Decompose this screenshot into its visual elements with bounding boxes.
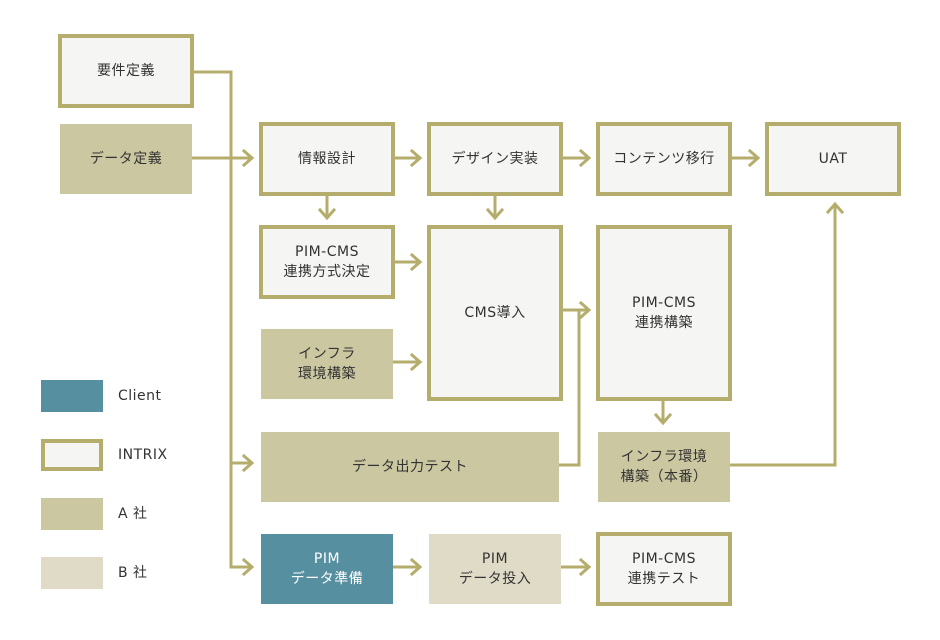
node-box [596,122,732,196]
arrowhead [409,557,423,577]
arrowhead [578,557,592,577]
arrowhead [653,412,673,426]
node-box [58,34,194,108]
node-box [429,534,561,604]
node-pim-test: PIM-CMS 連携テスト [596,532,732,606]
node-box [60,124,192,194]
legend-item-client: Client [41,380,162,412]
node-label: データ出力テスト [352,458,468,475]
node-label: 環境構築 [298,366,356,382]
node-pim-method: PIM-CMS 連携方式決定 [259,225,395,299]
node-pim-prep: PIM データ準備 [261,534,393,604]
arrowhead [747,148,761,168]
node-label: CMS導入 [464,305,525,321]
node-box [261,432,559,502]
node-box [261,329,393,399]
node-box [598,432,730,502]
legend-swatch [41,439,103,471]
node-box [427,122,563,196]
arrowhead [825,201,845,215]
node-jouhou: 情報設計 [259,122,395,196]
node-box [596,532,732,606]
node-label: PIM [482,551,508,567]
node-label: PIM-CMS [632,295,696,311]
node-label: PIM [314,551,340,567]
node-label: 連携方式決定 [284,264,371,280]
node-uat: UAT [765,122,901,196]
arrowhead [578,300,592,320]
node-label: データ投入 [459,570,532,587]
node-cms: CMS導入 [427,225,563,401]
connectors [192,70,845,577]
node-label: インフラ [298,346,356,362]
arrowhead [317,207,337,221]
node-pim-input: PIM データ投入 [429,534,561,604]
node-box [261,534,393,604]
node-box [765,122,901,196]
node-label: 連携構築 [635,315,693,331]
arrowhead [485,207,505,221]
node-pim-renkei: PIM-CMS 連携構築 [596,225,732,401]
arrowhead [578,148,592,168]
node-label: コンテンツ移行 [613,151,715,167]
legend-label: INTRIX [118,447,168,463]
arrowhead [409,148,423,168]
node-box [596,225,732,401]
legend-label: A 社 [118,506,148,522]
arrowhead [241,148,255,168]
legend-item-a-sha: A 社 [41,498,148,530]
node-youken: 要件定義 [58,34,194,108]
legend-swatch [41,498,103,530]
node-label: データ定義 [90,150,163,167]
arrowhead [241,453,255,473]
node-label: デザイン実装 [452,150,539,167]
node-label: 連携テスト [628,571,701,587]
legend-swatch [41,380,103,412]
node-label: 要件定義 [97,62,155,79]
connector-line [730,204,837,467]
arrowhead [241,557,255,577]
legend-label: B 社 [118,565,148,581]
node-box [259,225,395,299]
node-label: インフラ環境 [621,449,708,465]
node-label: PIM-CMS [295,244,359,260]
arrowhead [409,352,423,372]
legend-item-b-sha: B 社 [41,557,148,589]
node-label: UAT [819,151,848,167]
node-data-teigi: データ定義 [60,124,192,194]
connector-line [559,310,581,467]
node-contents: コンテンツ移行 [596,122,732,196]
node-label: PIM-CMS [632,551,696,567]
node-data-test: データ出力テスト [261,432,559,502]
connector-line [192,70,252,569]
legend-label: Client [118,388,162,404]
node-box [259,122,395,196]
node-label: データ準備 [291,570,364,587]
node-label: 構築（本番） [621,469,708,485]
legend-swatch [41,557,103,589]
node-label: 情報設計 [298,151,356,167]
node-box [427,225,563,401]
node-design: デザイン実装 [427,122,563,196]
legend-item-intrix: INTRIX [41,439,168,471]
arrowhead [409,252,423,272]
